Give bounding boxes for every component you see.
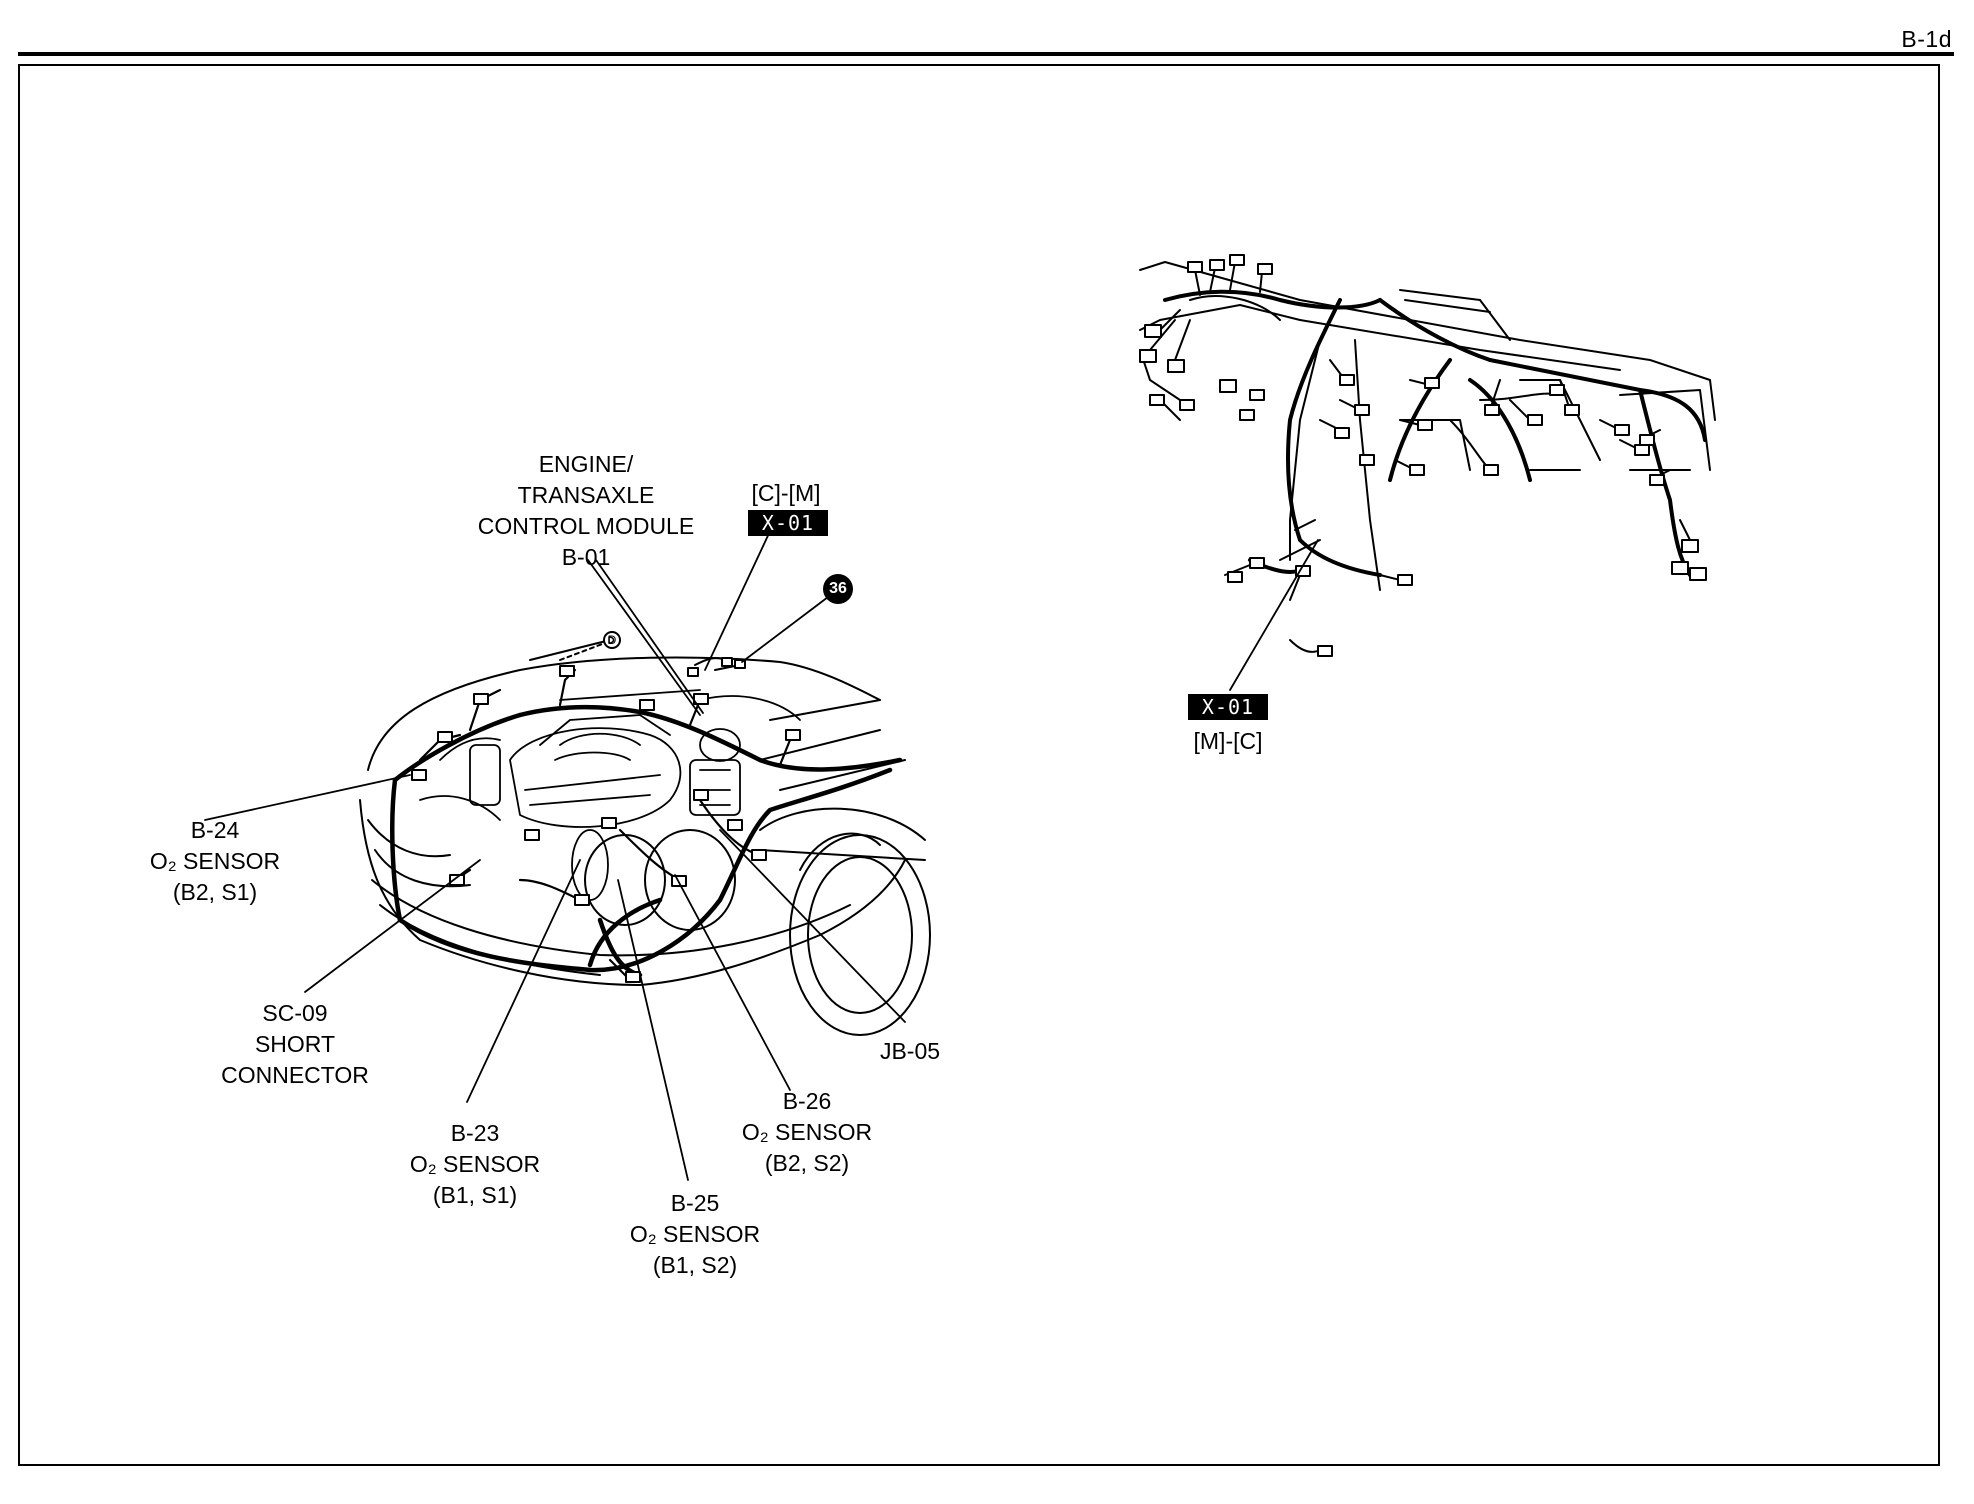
ecm-label: ENGINE/ TRANSAXLE CONTROL MODULE B-01 xyxy=(466,449,706,573)
callout-line2: O₂ SENSOR xyxy=(149,848,281,874)
hidden-marker-letter: D xyxy=(607,633,617,647)
engine-components xyxy=(419,689,801,901)
ecm-label-line-4: B-01 xyxy=(561,544,611,570)
callout-b23: B-23 O₂ SENSOR (B1, S1) xyxy=(390,1118,560,1211)
callout-jb05: JB-05 xyxy=(860,1036,960,1067)
callout-line3: (B2, S2) xyxy=(764,1150,850,1176)
callout-b24: B-24 O₂ SENSOR (B2, S1) xyxy=(130,815,300,908)
callout-code: B-26 xyxy=(782,1088,832,1114)
x01-badge: X-01 xyxy=(1188,694,1268,720)
dashboard-harness-branches xyxy=(1149,261,1691,653)
callout-sc09: SC-09 SHORT CONNECTOR xyxy=(200,998,390,1091)
callout-code: SC-09 xyxy=(262,1000,328,1026)
ecm-label-line-3: CONTROL MODULE xyxy=(477,513,695,539)
ecm-connector-group xyxy=(559,631,746,677)
callout-line3: CONNECTOR xyxy=(221,1062,369,1088)
callout-line2: SHORT xyxy=(254,1031,336,1057)
dash-leader-line xyxy=(1229,539,1319,691)
ground-point-marker xyxy=(823,574,853,604)
callout-b25: B-25 O₂ SENSOR (B1, S2) xyxy=(610,1188,780,1281)
callout-line2: O₂ SENSOR xyxy=(629,1221,761,1247)
connector-range-top: [C]-[M] xyxy=(751,480,821,506)
dashboard-connectors xyxy=(1139,254,1707,657)
x01-badge: X-01 xyxy=(748,510,828,536)
diagram-frame xyxy=(18,64,1940,1466)
callout-line3: (B2, S1) xyxy=(172,879,258,905)
connector-range-dash: [M]-[C] xyxy=(1193,728,1263,754)
callout-b26: B-26 O₂ SENSOR (B2, S2) xyxy=(722,1086,892,1179)
ecm-label-line-1: ENGINE/ xyxy=(538,451,634,477)
page-code: B-1d xyxy=(1901,26,1952,52)
callout-code: B-24 xyxy=(190,817,240,843)
callout-line2: O₂ SENSOR xyxy=(409,1151,541,1177)
connector-x01-badge-top: X-01 xyxy=(748,510,828,536)
ground-point-number: 36 xyxy=(829,580,847,597)
callout-code: B-23 xyxy=(450,1120,500,1146)
header-rule xyxy=(18,52,1954,56)
engine-leader-lines xyxy=(204,526,906,1181)
dashboard-frame-outline xyxy=(1139,261,1716,591)
connector-x01-badge-dash: X-01 xyxy=(1188,694,1268,720)
ecm-label-line-2: TRANSAXLE xyxy=(517,482,655,508)
callout-line3: (B1, S2) xyxy=(652,1252,738,1278)
callout-line2: O₂ SENSOR xyxy=(741,1119,873,1145)
dashboard-harness xyxy=(1163,289,1707,577)
callout-code: B-25 xyxy=(670,1190,720,1216)
callout-code: JB-05 xyxy=(879,1038,941,1064)
callout-line3: (B1, S1) xyxy=(432,1182,518,1208)
